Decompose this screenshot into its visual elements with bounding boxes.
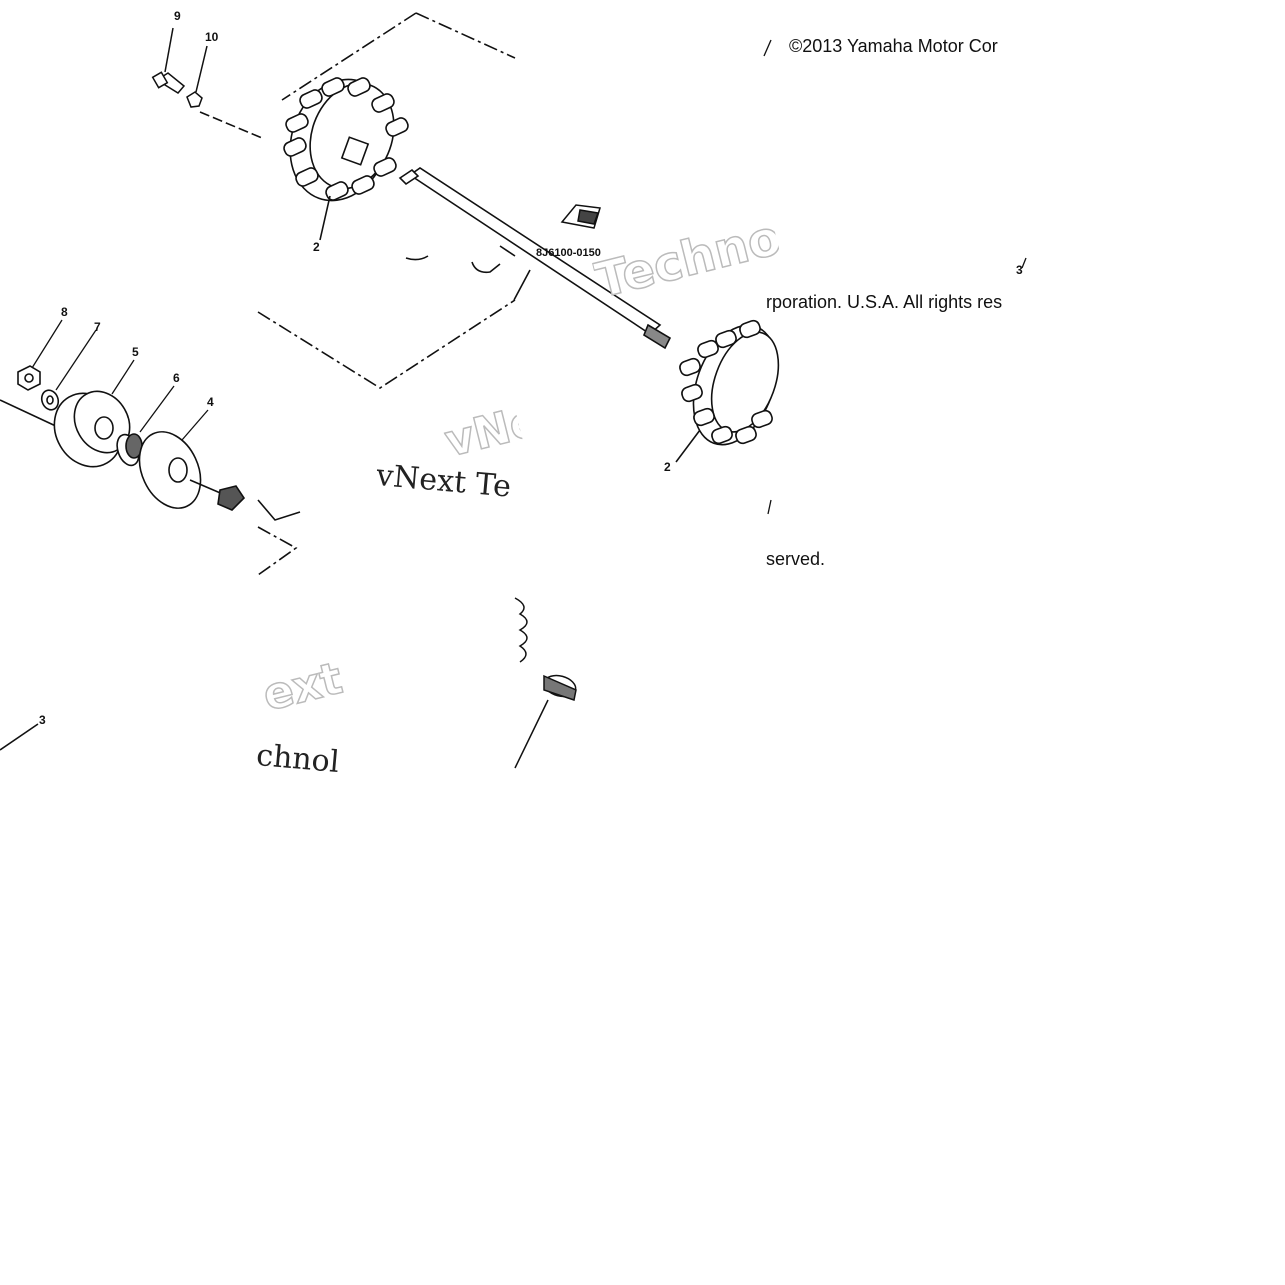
callout-5: 5: [132, 345, 139, 359]
nut-10: [186, 45, 208, 108]
callout-8: 8: [61, 305, 68, 319]
hub-assembly: [0, 365, 246, 511]
callout-3-right: 3: [1016, 263, 1023, 277]
sprocket-lower: [675, 319, 780, 463]
callout-2-lower: 2: [664, 460, 671, 474]
copyright-line-3: served.: [766, 549, 826, 569]
callout-6: 6: [173, 371, 180, 385]
callout-7: 7: [94, 320, 101, 334]
watermark-chnol: chnol: [254, 738, 340, 781]
callout-4: 4: [207, 395, 214, 409]
callout-2-upper: 2: [313, 240, 320, 254]
spring-fragment: [514, 597, 577, 769]
drive-shaft: [398, 167, 672, 350]
callout-3-left: 3: [39, 713, 46, 727]
bolt-9: [151, 27, 186, 94]
copyright-line-2: rporation. U.S.A. All rights res: [766, 292, 1003, 312]
part-number-label: 8J6100-0150: [536, 247, 601, 259]
copyright-line-1: ©2013 Yamaha Motor Cor: [789, 36, 998, 56]
key-part: [560, 204, 601, 229]
curve-fragments: [405, 255, 531, 301]
callout-9: 9: [174, 9, 181, 23]
diagram-tile-left: [199, 12, 516, 389]
callout-10: 10: [205, 30, 219, 44]
diagram-tile-lower-left: [0, 499, 301, 751]
tick-marks: [763, 39, 1027, 515]
sprocket-upper: [283, 77, 409, 241]
hub-leader-lines: [31, 319, 209, 441]
